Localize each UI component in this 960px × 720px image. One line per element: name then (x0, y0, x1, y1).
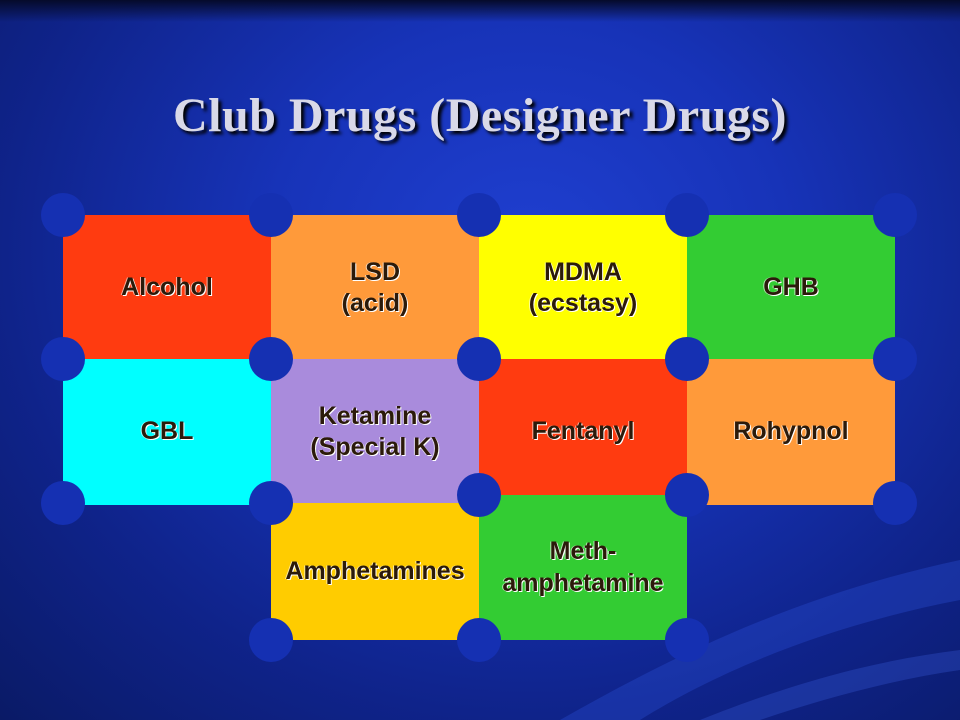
tile-label: MDMA (ecstasy) (528, 257, 638, 317)
notch-cutout (665, 193, 709, 237)
tile-alcohol: Alcohol (63, 215, 271, 361)
tile-gbl: GBL (63, 359, 271, 505)
notch-cutout (873, 481, 917, 525)
notch-cutout (249, 337, 293, 381)
notch-cutout (41, 193, 85, 237)
tile-ketamine: Ketamine (Special K) (271, 359, 479, 505)
notch-cutout (665, 618, 709, 662)
notch-cutout (457, 473, 501, 517)
slide-title: Club Drugs (Designer Drugs) (173, 89, 787, 142)
tile-label: GBL (140, 417, 194, 446)
tile-label: GHB (763, 273, 819, 302)
tile-label: Amphetamines (285, 556, 465, 585)
tile-rohypnol: Rohypnol (687, 359, 895, 505)
notch-cutout (249, 193, 293, 237)
tile-label: Rohypnol (733, 417, 849, 446)
tile-methamphetamine: Meth- amphetamine (479, 495, 687, 640)
notch-cutout (41, 337, 85, 381)
top-shadow-bar (0, 0, 960, 22)
notch-cutout (41, 481, 85, 525)
tile-label: Fentanyl (531, 417, 635, 446)
notch-cutout (873, 193, 917, 237)
notch-cutout (249, 481, 293, 525)
notch-cutout (665, 337, 709, 381)
tile-label: Ketamine (Special K) (310, 401, 440, 461)
tile-label: Alcohol (121, 273, 213, 302)
tile-fentanyl: Fentanyl (479, 359, 687, 505)
tile-amphetamines: Amphetamines (271, 503, 479, 640)
notch-cutout (873, 337, 917, 381)
tile-lsd: LSD (acid) (271, 215, 479, 361)
notch-cutout (665, 473, 709, 517)
tile-ghb: GHB (687, 215, 895, 361)
notch-cutout (457, 618, 501, 662)
notch-cutout (457, 337, 501, 381)
tile-label: Meth- amphetamine (502, 537, 664, 597)
tile-label: LSD (acid) (341, 257, 409, 317)
notch-cutout (457, 193, 501, 237)
notch-cutout (249, 618, 293, 662)
tile-mdma: MDMA (ecstasy) (479, 215, 687, 361)
